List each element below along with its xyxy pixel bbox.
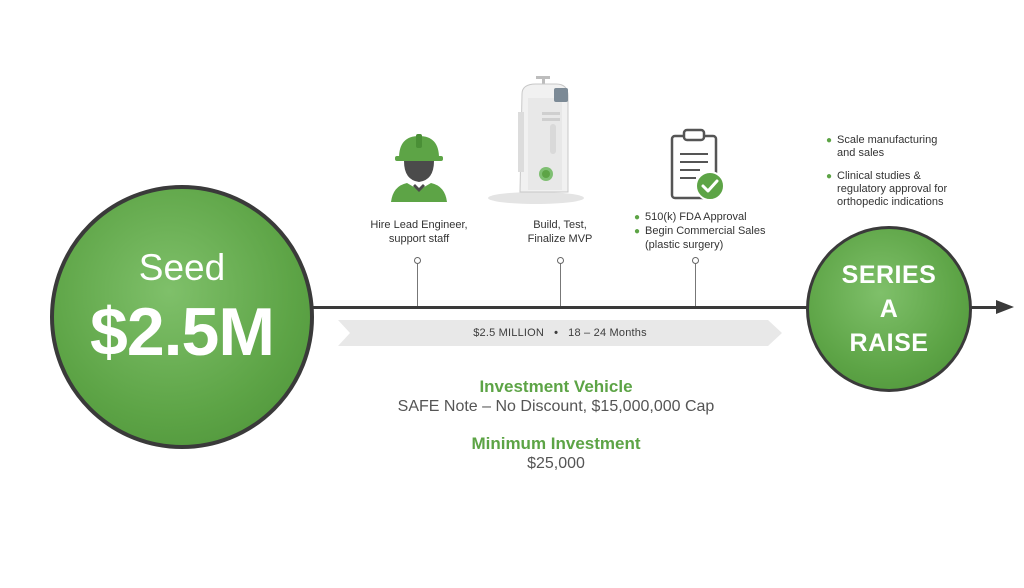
series-bullet-2: ● Clinical studies & regulatory approval… <box>826 170 948 208</box>
milestone-2-line2: Finalize MVP <box>527 233 593 245</box>
bullet-dot-icon: ● <box>826 135 833 146</box>
minimum-investment-title: Minimum Investment <box>471 434 641 453</box>
banner-amount: $2.5 MILLION <box>473 327 545 339</box>
engineer-icon <box>387 128 451 202</box>
series-a-bullets: ● Scale manufacturing and sales ● Clinic… <box>826 134 1016 219</box>
milestone-3-bullet-1: ● 510(k) FDA Approval <box>634 211 747 223</box>
bullet-dot-icon: ● <box>634 226 641 237</box>
series-bullet-1: ● Scale manufacturing and sales <box>826 134 938 159</box>
milestone-3-pin-line <box>695 264 696 306</box>
device-icon <box>484 72 594 206</box>
milestone-1-line1: Hire Lead Engineer, <box>370 219 468 231</box>
milestone-3-bullet-2: ● Begin Commercial Sales <box>634 225 766 237</box>
milestone-1-caption: Hire Lead Engineer, support staff <box>355 218 483 246</box>
timeline-arrow-head <box>996 300 1014 314</box>
series-a-line3: RAISE <box>849 329 929 357</box>
milestone-2-caption: Build, Test, Finalize MVP <box>505 218 615 246</box>
clipboard-check-icon <box>666 126 730 204</box>
banner-duration: 18 – 24 Months <box>568 327 647 339</box>
timeline-line <box>300 306 1000 309</box>
bullet-dot-icon: ● <box>826 171 833 182</box>
series-a-line1: SERIES <box>841 261 937 289</box>
series-a-circle: SERIES A RAISE <box>806 226 972 392</box>
milestone-2-line1: Build, Test, <box>533 219 587 231</box>
seed-amount: $2.5M <box>90 294 275 370</box>
milestone-2-pin-dot <box>557 257 564 264</box>
series-a-line2: A <box>879 295 899 323</box>
milestone-1-line2: support staff <box>388 233 450 245</box>
milestone-1-pin-dot <box>414 257 421 264</box>
seed-label: Seed <box>138 247 226 288</box>
bullet-dot-icon: ● <box>634 212 641 223</box>
duration-banner: $2.5 MILLION • 18 – 24 Months <box>338 320 782 346</box>
milestone-2-pin-line <box>560 264 561 306</box>
banner-separator: • <box>554 327 559 339</box>
milestone-3-bullet-2-cont: (plastic surgery) <box>645 239 724 251</box>
minimum-investment-value: $25,000 <box>527 455 585 472</box>
seed-circle: Seed $2.5M <box>50 185 314 449</box>
milestone-3-bullets: ● 510(k) FDA Approval ● Begin Commercial… <box>634 211 794 253</box>
milestone-1-pin-line <box>417 264 418 306</box>
investment-vehicle-title: Investment Vehicle <box>479 377 633 396</box>
milestone-3-pin-dot <box>692 257 699 264</box>
investment-vehicle-value: SAFE Note – No Discount, $15,000,000 Cap <box>397 398 715 415</box>
